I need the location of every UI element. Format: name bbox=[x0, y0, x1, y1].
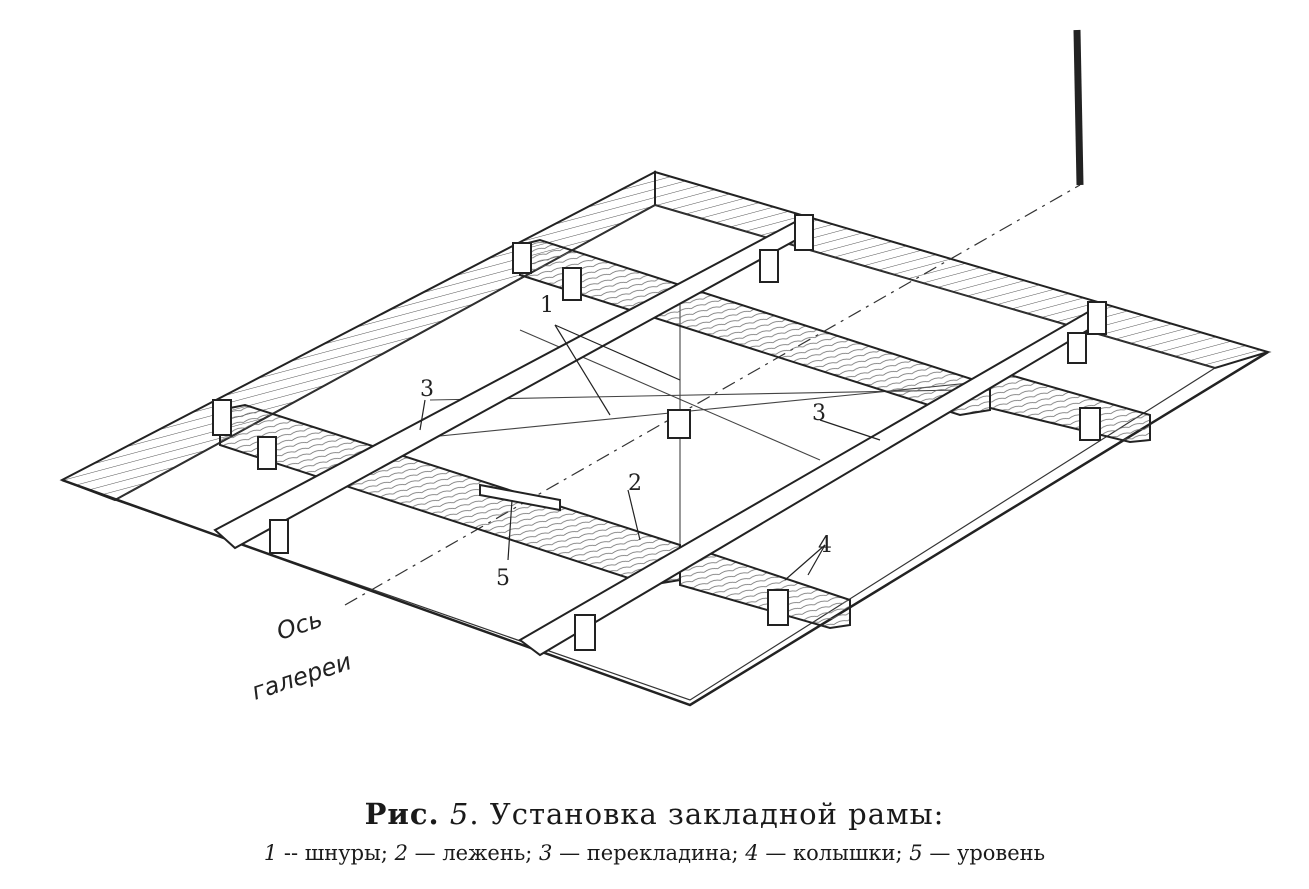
peg bbox=[512, 242, 532, 274]
frame-installation-diagram: 1 3 3 2 4 5 Ось галереи bbox=[59, 29, 1272, 707]
peg bbox=[212, 399, 232, 436]
legend-num: 3 bbox=[539, 841, 553, 865]
gallery-axis-label-2: галереи bbox=[248, 647, 355, 705]
lezhen-left-back bbox=[519, 238, 991, 417]
legend-text: — перекладина; bbox=[559, 841, 739, 865]
legend-text: -- шнуры; bbox=[283, 841, 388, 865]
legend-text: — лежень; bbox=[414, 841, 533, 865]
lezhen-front-right bbox=[679, 548, 851, 630]
spirit-level bbox=[479, 483, 561, 512]
gallery-axis-label-1: Ось bbox=[273, 605, 326, 646]
peg bbox=[257, 436, 277, 470]
label-strings: 1 bbox=[540, 293, 554, 318]
label-pegs: 4 bbox=[818, 533, 832, 558]
caption-fig-number: 5 bbox=[449, 797, 470, 831]
caption-legend: 1 -- шнуры; 2 — лежень; 3 — перекладина;… bbox=[0, 838, 1309, 868]
label-crossbar-right: 3 bbox=[812, 401, 826, 426]
legend-num: 2 bbox=[394, 841, 408, 865]
pit-bottom bbox=[113, 204, 1217, 701]
caption-title-line: Рис. 5. Установка закладной рамы: bbox=[0, 796, 1309, 832]
pegs bbox=[212, 214, 1107, 651]
label-level: 5 bbox=[496, 566, 510, 591]
figure-caption: Рис. 5. Установка закладной рамы: 1 -- ш… bbox=[0, 796, 1309, 868]
peg bbox=[667, 409, 691, 439]
leader-lines bbox=[419, 324, 881, 581]
label-lezhen: 2 bbox=[628, 471, 642, 496]
label-crossbar-left: 3 bbox=[420, 377, 434, 402]
legend-num: 5 bbox=[909, 841, 923, 865]
peg bbox=[269, 519, 289, 554]
peg bbox=[759, 249, 779, 283]
peg bbox=[794, 214, 814, 251]
lezhen-beams bbox=[219, 238, 1151, 630]
gallery-axis-line bbox=[344, 184, 1081, 606]
legend-num: 4 bbox=[745, 841, 759, 865]
lezhen-right-back bbox=[989, 373, 1151, 444]
peg bbox=[767, 589, 789, 626]
legend-text: — уровень bbox=[929, 841, 1046, 865]
caption-fig-word: Рис. bbox=[364, 797, 440, 831]
peg bbox=[562, 267, 582, 301]
peg bbox=[1079, 407, 1101, 441]
pit-rim bbox=[61, 350, 1269, 707]
legend-text: — колышки; bbox=[765, 841, 903, 865]
peg bbox=[1067, 332, 1087, 364]
peg bbox=[1087, 301, 1107, 335]
survey-pole bbox=[1073, 29, 1084, 186]
caption-title: . Установка закладной рамы: bbox=[469, 797, 945, 831]
legend-num: 1 bbox=[263, 841, 278, 865]
peg bbox=[574, 614, 596, 651]
